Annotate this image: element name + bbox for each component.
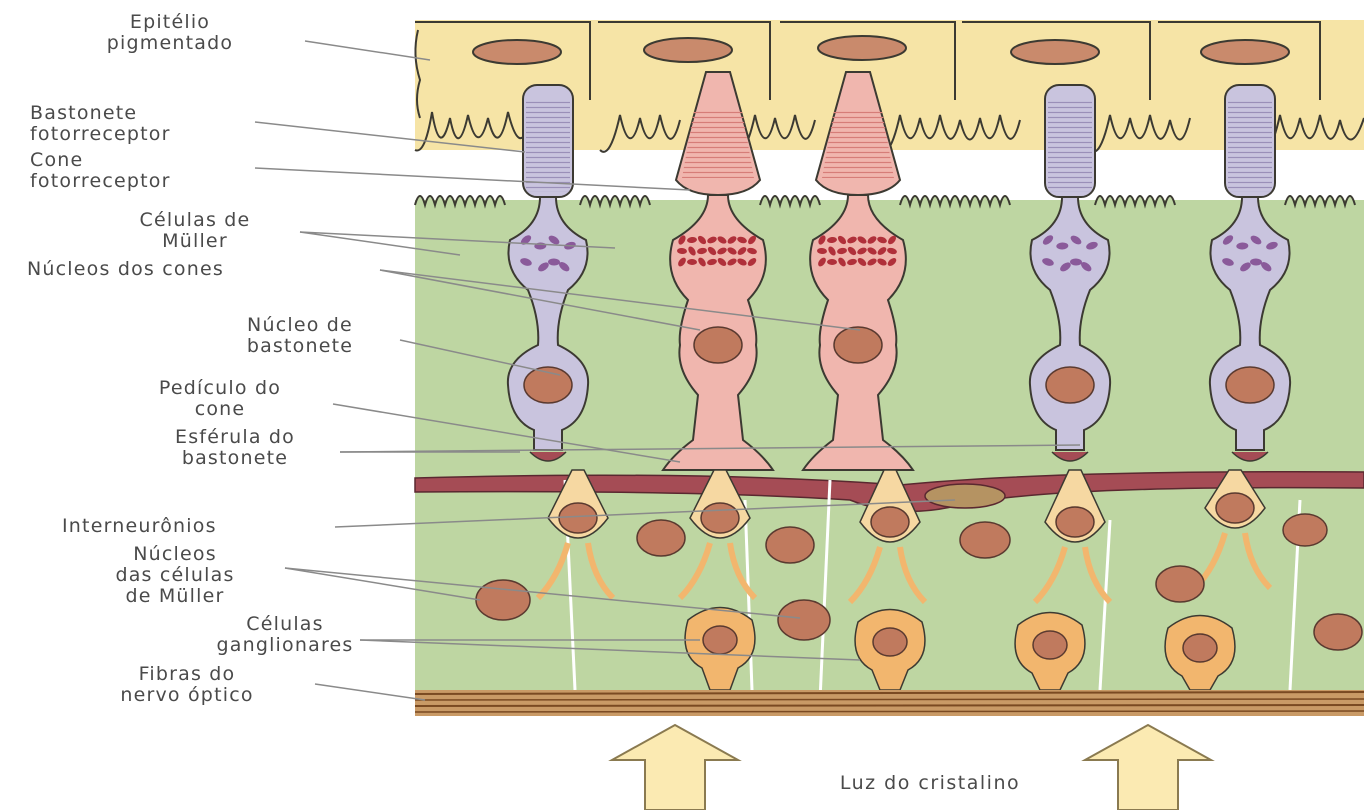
label-line: Núcleos <box>55 544 295 565</box>
interneuron-nucleus <box>701 503 739 533</box>
label-line: Células de <box>90 210 300 231</box>
label-esferula: Esférula do bastonete <box>115 427 355 469</box>
interneuron-nucleus <box>1216 493 1254 523</box>
label-line: cone <box>100 399 340 420</box>
label-nucleos-cones: Núcleos dos cones <box>27 259 224 280</box>
label-line: Células <box>185 614 385 635</box>
label-fibras: Fibras do nervo óptico <box>62 664 312 706</box>
label-bastonete: Bastonete fotorreceptor <box>30 103 171 145</box>
rod-nucleus <box>1226 367 1274 403</box>
interneuron-nucleus <box>559 503 597 533</box>
label-epitelio: Epitélio pigmentado <box>45 12 295 54</box>
label-line: Pedículo do <box>100 378 340 399</box>
label-line: fotorreceptor <box>30 124 171 145</box>
rod-disks <box>526 100 570 192</box>
label-line: Cone <box>30 150 171 171</box>
label-line: de Müller <box>55 586 295 607</box>
rod-disks <box>1228 100 1272 192</box>
cone-disks <box>822 110 894 178</box>
label-line: nervo óptico <box>62 685 312 706</box>
label-muller: Células de Müller <box>90 210 300 252</box>
rod-disks <box>1048 100 1092 192</box>
ganglion-nucleus <box>703 626 737 654</box>
label-line: Núcleo de <box>195 315 405 336</box>
label-line: fotorreceptor <box>30 171 171 192</box>
label-line: Esférula do <box>115 427 355 448</box>
optic-nerve-fibers <box>415 690 1364 716</box>
light-arrows <box>612 725 1211 810</box>
ganglion-nucleus <box>1033 631 1067 659</box>
label-line: Epitélio <box>45 12 295 33</box>
arrow-icon <box>612 725 738 810</box>
interneuron-nucleus <box>1056 507 1094 537</box>
cone-nucleus <box>694 327 742 363</box>
label-line: das células <box>55 565 295 586</box>
label-line: bastonete <box>115 448 355 469</box>
cone-disks <box>682 110 754 178</box>
label-cone: Cone fotorreceptor <box>30 150 171 192</box>
label-line: bastonete <box>195 336 405 357</box>
arrow-icon <box>1085 725 1211 810</box>
label-line: Bastonete <box>30 103 171 124</box>
light-label: Luz do cristalino <box>760 772 1100 794</box>
label-line: Müller <box>90 231 300 252</box>
ganglion-nucleus <box>873 628 907 656</box>
label-line: ganglionares <box>185 635 385 656</box>
label-line: Fibras do <box>62 664 312 685</box>
label-nucleo-bastonete: Núcleo de bastonete <box>195 315 405 357</box>
label-interneuronios: Interneurônios <box>62 516 217 537</box>
cone-nucleus <box>834 327 882 363</box>
ganglion-nucleus <box>1183 634 1217 662</box>
interneuron-nucleus <box>871 507 909 537</box>
label-nucleos-muller: Núcleos das células de Müller <box>55 544 295 607</box>
label-pediculo: Pedículo do cone <box>100 378 340 420</box>
label-line: pigmentado <box>45 33 295 54</box>
label-ganglionares: Células ganglionares <box>185 614 385 656</box>
rod-nucleus <box>1046 367 1094 403</box>
